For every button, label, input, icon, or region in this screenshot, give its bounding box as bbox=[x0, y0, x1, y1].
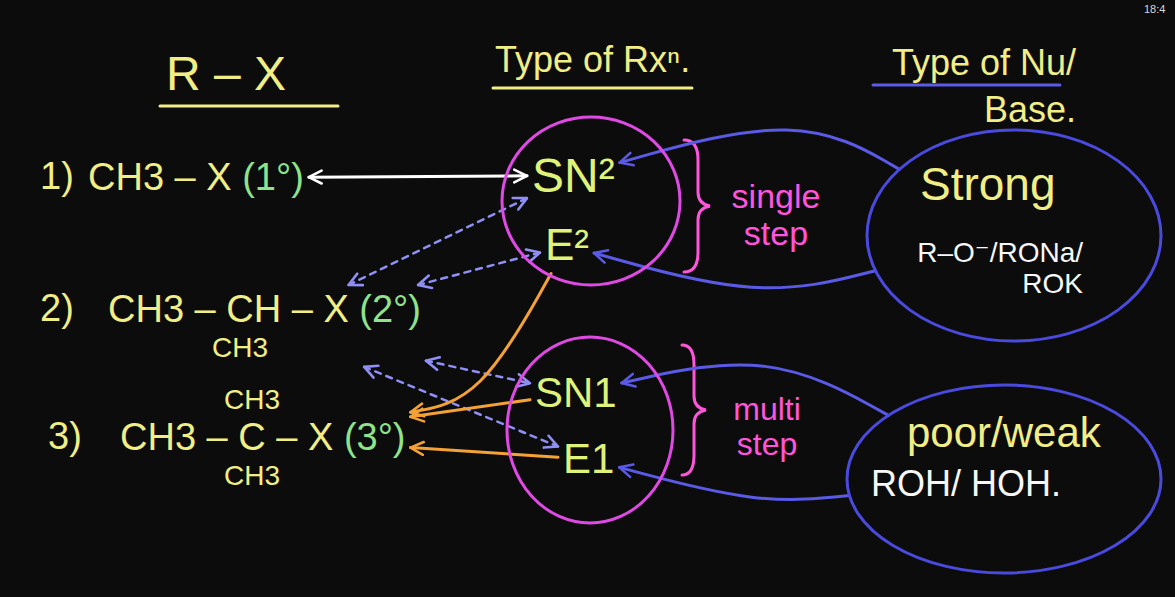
formula: CH3 – CH – X (2°) bbox=[108, 288, 421, 332]
reagent-strength: poor/weak bbox=[907, 409, 1101, 457]
ellipse-outline bbox=[847, 385, 1161, 573]
heading-underline bbox=[493, 87, 692, 90]
ellipse-outline bbox=[505, 335, 675, 525]
reaction-arrow bbox=[594, 253, 875, 288]
reagent-group: StrongR–O⁻/RONa/ ROK bbox=[865, 128, 1163, 343]
reaction-type: E² bbox=[545, 220, 589, 271]
reaction-arrow bbox=[619, 467, 849, 499]
curly-bracket bbox=[682, 345, 706, 475]
alkyl-halide: CH3 – X (1°) bbox=[88, 156, 304, 200]
bracket-note: single step bbox=[720, 178, 832, 253]
alkyl-halide: CH3CH3 – C – X (3°)CH3 bbox=[120, 384, 406, 492]
reagent-list: R–O⁻/RONa/ ROK bbox=[909, 238, 1083, 300]
substituent: CH3 bbox=[224, 460, 280, 492]
reaction-type: SN1 bbox=[535, 369, 617, 417]
degree-tag: (2°) bbox=[359, 288, 421, 330]
reaction-type: SN² bbox=[532, 148, 615, 203]
formula-part: CH3 – C – X bbox=[120, 416, 344, 458]
reaction-arrow bbox=[411, 448, 558, 458]
curly-bracket bbox=[684, 140, 710, 272]
item-number: 3) bbox=[48, 416, 82, 458]
reaction-arrow bbox=[349, 198, 527, 285]
heading-underline bbox=[873, 84, 1060, 87]
ellipse-outline bbox=[502, 117, 680, 285]
reaction-arrow bbox=[426, 361, 530, 383]
column-heading: R – X bbox=[166, 48, 286, 101]
column-heading: Type of Nu/ Base. bbox=[880, 40, 1076, 134]
heading-underline bbox=[160, 105, 338, 108]
item-number: 2) bbox=[40, 288, 74, 330]
reaction-arrow bbox=[411, 274, 552, 413]
degree-tag: (1°) bbox=[242, 156, 304, 198]
formula-part: CH3 – CH – X bbox=[108, 288, 359, 330]
formula: CH3 – C – X (3°) bbox=[120, 416, 406, 460]
column-heading: Type of Rxⁿ. bbox=[495, 40, 690, 80]
alkyl-halide: CH3 – CH – X (2°)CH3 bbox=[108, 288, 421, 364]
reaction-name: E1 bbox=[563, 435, 614, 483]
formula-part: CH3 – X bbox=[88, 156, 242, 198]
ellipse-outline bbox=[507, 337, 673, 523]
formula: CH3 – X (1°) bbox=[88, 156, 304, 200]
reagent-group: poor/weakROH/ HOH. bbox=[845, 383, 1163, 575]
timestamp: 18:4 bbox=[1144, 3, 1165, 15]
substituent: CH3 bbox=[224, 384, 280, 416]
reagent-list: ROH/ HOH. bbox=[871, 463, 1061, 504]
reaction-arrow bbox=[418, 252, 540, 285]
item-number: 1) bbox=[40, 156, 74, 198]
substituent: CH3 bbox=[212, 332, 268, 364]
reaction-type: E1 bbox=[563, 435, 614, 483]
reagent-strength: Strong bbox=[920, 158, 1056, 211]
reaction-name: E² bbox=[545, 220, 589, 271]
reaction-group: multi stepSN1E1 bbox=[505, 335, 675, 525]
reaction-name: SN1 bbox=[535, 369, 617, 417]
degree-tag: (3°) bbox=[344, 416, 406, 458]
bracket-note: multi step bbox=[717, 392, 817, 462]
reaction-group: single stepSN²E² bbox=[500, 115, 682, 287]
reaction-arrow bbox=[309, 176, 527, 177]
ellipse-outline bbox=[867, 130, 1161, 341]
reaction-name: SN² bbox=[532, 148, 615, 203]
